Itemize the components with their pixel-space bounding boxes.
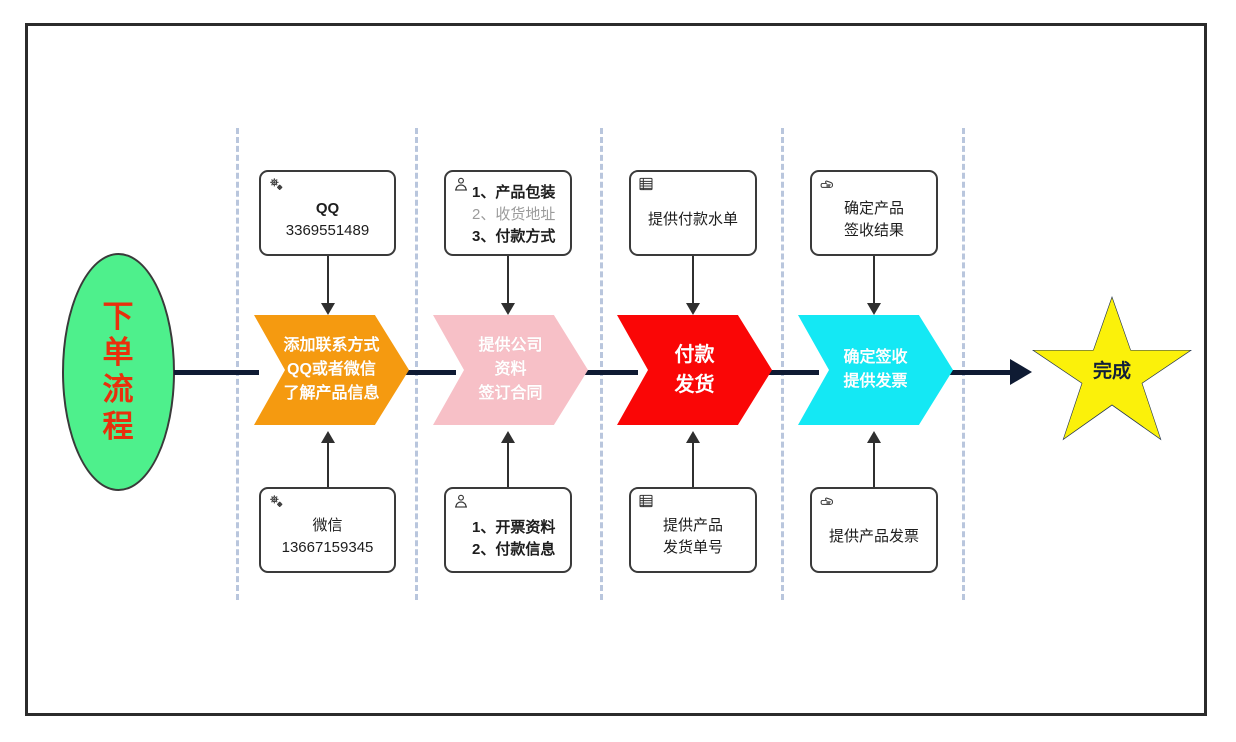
start-label-line: 程 — [102, 408, 135, 444]
stage-4-top-arrow — [867, 303, 881, 315]
stage-2-chevron-label: 提供公司 资料 签订合同 — [478, 334, 542, 406]
box-text-line: 微信 — [312, 517, 343, 535]
stage-3-top-connector — [692, 256, 694, 308]
chevron-line: 资料 — [494, 361, 527, 378]
stage-3-top-box-text: 提供付款水单 — [631, 172, 755, 254]
stage-1-top-box-text: QQ 3369551489 — [261, 172, 394, 254]
column-divider-2 — [415, 128, 418, 600]
stage-1-bottom-connector — [327, 442, 329, 487]
stage-2-top-connector — [507, 256, 509, 308]
pointing-hand-icon — [819, 493, 836, 513]
box-text-line: 3、付款方式 — [472, 227, 556, 245]
box-text-line: 1、开票资料 — [472, 519, 556, 537]
end-node[interactable]: 完成 — [1032, 296, 1192, 448]
box-text-line: 提供产品 — [662, 517, 723, 535]
stage-4-chevron-label: 确定签收 提供发票 — [843, 346, 907, 394]
flow-connector-3-4 — [762, 370, 819, 375]
stage-4-bottom-arrow — [867, 431, 881, 443]
chevron-line: 提供发票 — [843, 373, 908, 390]
stage-4-bottom-box[interactable]: 提供产品发票 — [810, 487, 938, 573]
column-divider-4 — [781, 128, 784, 600]
start-node[interactable]: 下 单 流 程 — [62, 253, 175, 491]
box-text-line: QQ — [315, 200, 340, 218]
stage-4-bottom-box-text: 提供产品发票 — [812, 489, 936, 571]
list-document-icon — [638, 493, 654, 512]
stage-1-chevron-label: 添加联系方式 QQ或者微信 了解产品信息 — [283, 334, 379, 406]
stage-3-chevron-label: 付款 发货 — [675, 340, 715, 400]
chevron-line: 了解产品信息 — [283, 385, 380, 402]
box-text-line: 提供产品发票 — [828, 528, 919, 546]
stage-1-bottom-box[interactable]: 微信 13667159345 — [259, 487, 396, 573]
stage-3-bottom-connector — [692, 442, 694, 487]
stage-3-top-box[interactable]: 提供付款水单 — [629, 170, 757, 256]
stage-2-bottom-connector — [507, 442, 509, 487]
stage-2-bottom-arrow — [501, 431, 515, 443]
stage-4-chevron[interactable]: 确定签收 提供发票 — [798, 315, 953, 425]
box-text-line: 发货单号 — [662, 539, 723, 556]
column-divider-3 — [600, 128, 603, 600]
flow-connector-start — [174, 370, 259, 375]
list-document-icon — [638, 176, 654, 195]
box-text-line: 签收结果 — [843, 222, 904, 239]
start-label-line: 流 — [102, 372, 135, 407]
stage-1-top-box[interactable]: QQ 3369551489 — [259, 170, 396, 256]
chevron-line: 提供公司 — [478, 337, 543, 354]
chevron-line: 确定签收 — [843, 349, 908, 366]
stage-3-bottom-box-text: 提供产品 发货单号 — [631, 489, 755, 571]
column-divider-5 — [962, 128, 965, 600]
stage-2-bottom-box[interactable]: 1、开票资料 2、付款信息 — [444, 487, 572, 573]
box-text-line: 3369551489 — [285, 222, 370, 239]
stage-3-top-arrow — [686, 303, 700, 315]
chevron-line: 发货 — [674, 374, 715, 396]
stage-4-top-box[interactable]: 确定产品 签收结果 — [810, 170, 938, 256]
stage-2-top-arrow — [501, 303, 515, 315]
box-text-line: 2、付款信息 — [472, 541, 556, 558]
flow-arrow-end — [1010, 359, 1032, 385]
chevron-line: 签订合同 — [478, 385, 543, 402]
stage-3-bottom-arrow — [686, 431, 700, 443]
column-divider-1 — [236, 128, 239, 600]
gears-icon — [268, 176, 285, 196]
stage-4-top-box-text: 确定产品 签收结果 — [812, 172, 936, 254]
box-text-line: 1、产品包装 — [472, 184, 556, 202]
start-node-label: 下 单 流 程 — [103, 299, 135, 445]
stage-2-top-box[interactable]: 1、产品包装 2、收货地址 3、付款方式 — [444, 170, 572, 256]
box-text-line: 13667159345 — [281, 539, 374, 556]
stage-1-bottom-arrow — [321, 431, 335, 443]
chevron-line: 添加联系方式 — [283, 337, 380, 354]
stage-2-bottom-box-text: 1、开票资料 2、付款信息 — [446, 489, 570, 571]
flow-connector-2-3 — [580, 370, 638, 375]
pointing-hand-icon — [819, 176, 836, 196]
box-text-line: 提供付款水单 — [647, 211, 738, 229]
flow-connector-1-2 — [396, 370, 456, 375]
gears-icon — [268, 493, 285, 513]
chevron-line: QQ或者微信 — [287, 361, 376, 378]
person-icon — [453, 176, 469, 195]
flow-connector-4-end — [944, 370, 1014, 375]
end-node-label: 完成 — [1092, 361, 1131, 382]
chevron-line: 付款 — [674, 344, 715, 366]
person-icon — [453, 493, 469, 512]
box-text-line: 2、收货地址 — [472, 206, 556, 224]
start-label-line: 下 — [102, 298, 135, 334]
stage-1-top-arrow — [321, 303, 335, 315]
box-text-line: 确定产品 — [843, 200, 904, 218]
stage-1-top-connector — [327, 256, 329, 308]
stage-4-top-connector — [873, 256, 875, 308]
stage-4-bottom-connector — [873, 442, 875, 487]
stage-3-bottom-box[interactable]: 提供产品 发货单号 — [629, 487, 757, 573]
start-label-line: 单 — [102, 335, 135, 371]
stage-1-bottom-box-text: 微信 13667159345 — [261, 489, 394, 571]
stage-2-top-box-text: 1、产品包装 2、收货地址 3、付款方式 — [446, 172, 570, 254]
